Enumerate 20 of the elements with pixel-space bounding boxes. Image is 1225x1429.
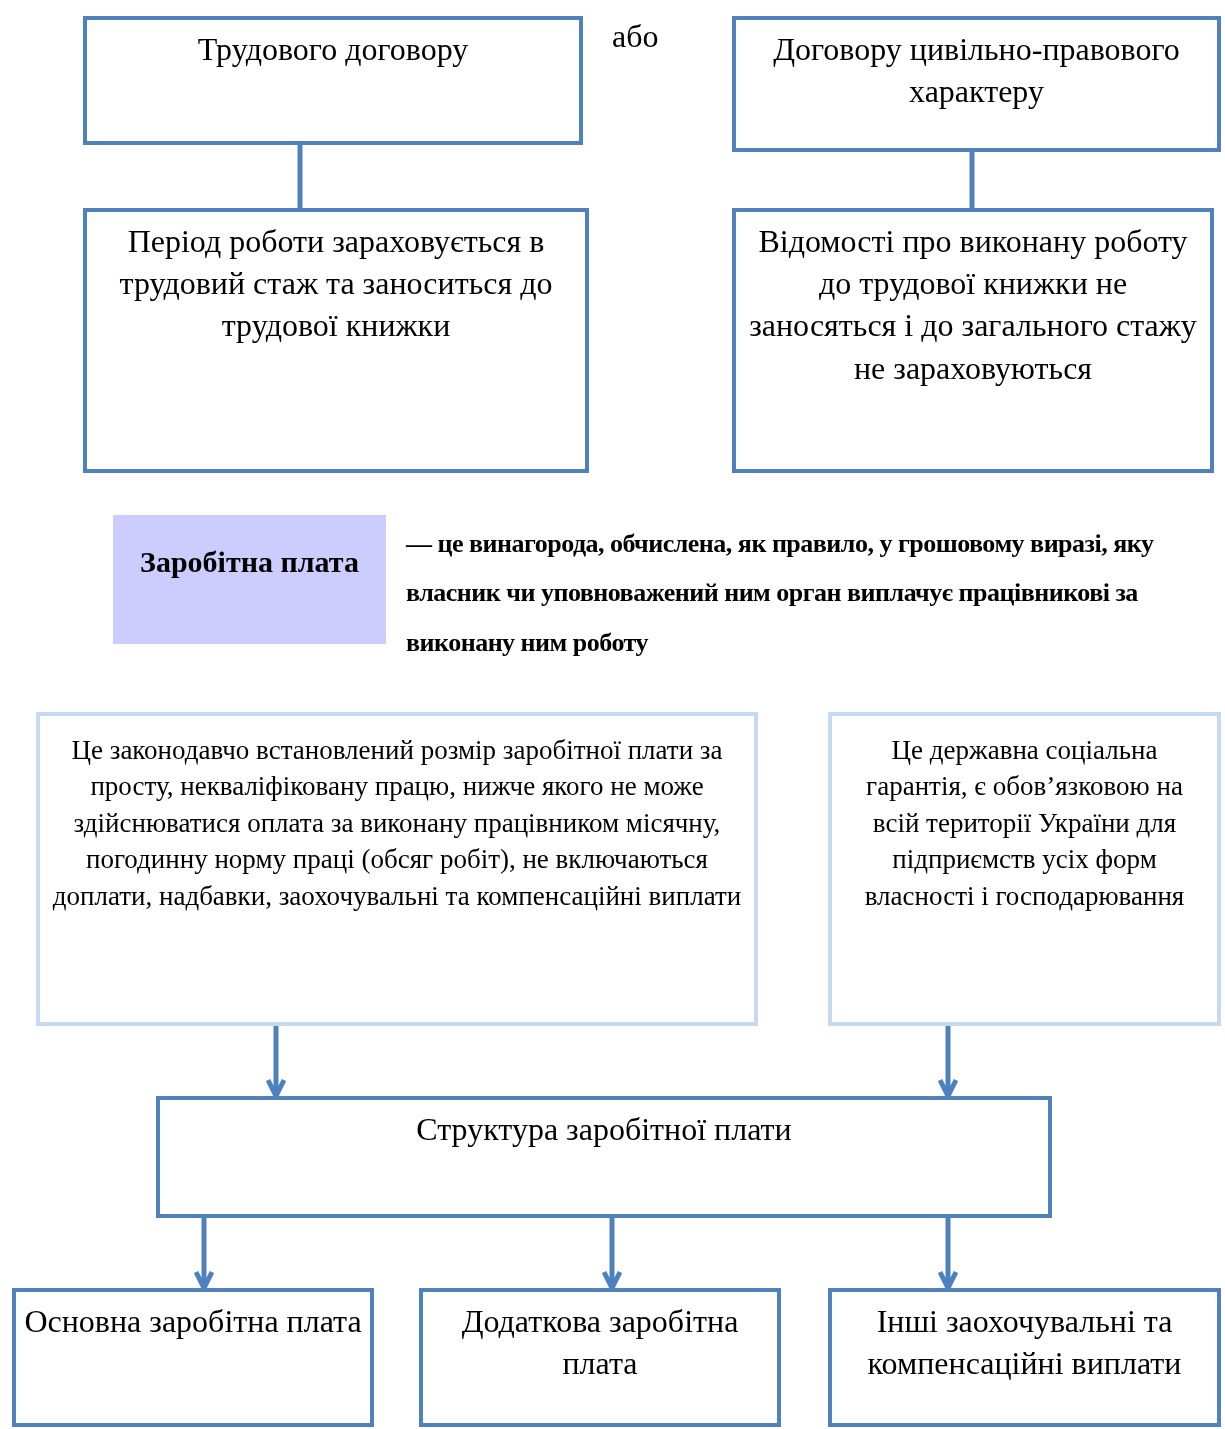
connector-line xyxy=(297,145,303,208)
process-box: Основна заробітна плата xyxy=(12,1288,374,1427)
description-box: Це законодавчо встановлений розмір заробітної плати за просту, некваліфіковану працю, нижче якого не може здійснюватися оплата за виконану працівником місячну, погодинну норму праці (обсяг робіт), не включаються доплати, надбавки, заохочувальні та компенсаційні виплати xyxy=(36,712,758,1026)
process-box: Структура заробітної плати xyxy=(156,1096,1052,1218)
description-box: Це державна соціальна гарантія, є обов’язковою на всій території України для підприємств усіх форм власності і господарювання xyxy=(828,712,1221,1026)
arrow xyxy=(937,1026,959,1099)
process-box: Період роботи зараховується в трудовий стаж та заноситься до трудової книжки xyxy=(83,208,589,473)
arrow xyxy=(601,1218,623,1291)
process-box: Додаткова заробітна плата xyxy=(419,1288,781,1427)
arrow xyxy=(265,1026,287,1099)
process-box: Договору цивільно-правового характеру xyxy=(732,16,1221,152)
term-box: Заробітна плата xyxy=(113,515,386,644)
connector-line xyxy=(969,152,975,208)
arrow xyxy=(193,1218,215,1291)
definition-text: — це винагорода, обчислена, як правило, у грошовому виразі, яку власник чи уповноважений ним орган виплачує працівникові за виконану ним роботу xyxy=(406,528,1155,659)
process-box: Трудового договору xyxy=(83,16,583,145)
connector-word: або xyxy=(612,17,659,56)
process-box: Інші заохочувальні та компенсаційні виплати xyxy=(828,1288,1221,1427)
process-box: Відомості про виконану роботу до трудової книжки не заносяться і до загального стажу не зараховуються xyxy=(732,208,1214,473)
arrow xyxy=(937,1218,959,1291)
